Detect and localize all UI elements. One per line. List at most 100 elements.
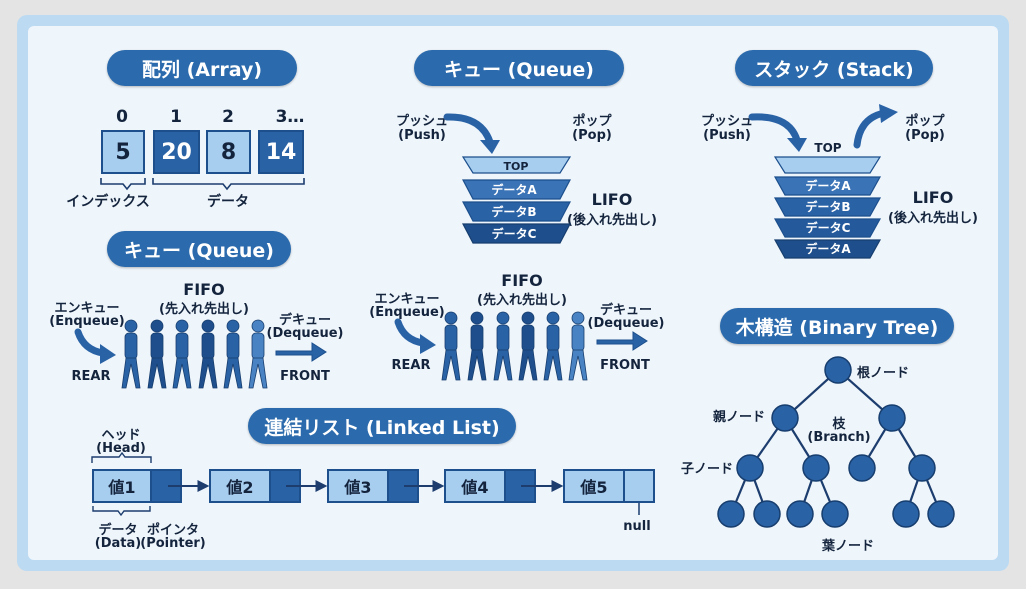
- array-cell: 20: [153, 130, 200, 174]
- enqueue-label-en: (Enqueue): [49, 314, 125, 329]
- dequeue-label-en: (Dequeue): [266, 326, 344, 341]
- array-cell: 5: [101, 130, 145, 174]
- pointer-label: ポインタ: [146, 523, 200, 538]
- list-node-value: 値2: [209, 469, 271, 503]
- stack-item: データB: [491, 204, 536, 219]
- child-label: 子ノード: [680, 462, 734, 477]
- queue-stack-layers: TOP データA データB データC: [461, 156, 572, 244]
- stack-item: データA: [491, 182, 537, 197]
- fifo-label: FIFO: [183, 280, 225, 299]
- tree-node: [736, 454, 764, 482]
- enqueue-label: エンキュー: [54, 301, 120, 316]
- stack-push-arrow-icon: [748, 113, 801, 144]
- array-index: 3…: [275, 107, 305, 127]
- data-bracket: [152, 178, 305, 191]
- branch-label: 枝: [832, 417, 846, 432]
- enqueue-arrow-head: [100, 344, 116, 364]
- front-label: FRONT: [600, 358, 650, 373]
- branch-label-en: (Branch): [807, 430, 871, 445]
- array-cell: 8: [206, 130, 251, 174]
- rear-label: REAR: [71, 369, 111, 384]
- tree-leaf-node: [753, 500, 781, 528]
- list-node-value: 値4: [444, 469, 506, 503]
- queue-people-left: [121, 319, 268, 389]
- dequeue-label: デキュー: [278, 313, 332, 328]
- stack-top-label: TOP: [504, 160, 529, 173]
- pop-label-en: (Pop): [572, 128, 612, 143]
- queue-left-title: キュー (Queue): [107, 231, 291, 267]
- lifo-label: LIFO: [591, 190, 633, 209]
- enqueue-label-en: (Enqueue): [369, 305, 445, 320]
- tree-node: [802, 454, 830, 482]
- fifo-sub: (先入れ先出し): [477, 293, 567, 308]
- array-index: 2: [222, 107, 234, 127]
- stack-item: データA: [805, 241, 851, 256]
- tree-title: 木構造 (Binary Tree): [720, 308, 954, 344]
- push-arrow-icon: [443, 113, 494, 146]
- front-label: FRONT: [280, 369, 330, 384]
- tree-leaf-node: [786, 500, 814, 528]
- lifo-sub: (後入れ先出し): [567, 213, 657, 228]
- tree-nodes: [717, 356, 955, 528]
- queue-people-mid: [441, 311, 588, 381]
- array-title: 配列 (Array): [107, 50, 297, 86]
- linked-list-title: 連結リスト (Linked List): [248, 408, 516, 444]
- dequeue-label-en: (Dequeue): [587, 316, 665, 331]
- rear-label: REAR: [391, 358, 431, 373]
- null-label: null: [623, 519, 651, 534]
- tree-leaf-node: [892, 500, 920, 528]
- tree-leaf-node: [821, 500, 849, 528]
- array-index-label: インデックス: [66, 194, 150, 210]
- stack-push-label-en: (Push): [703, 128, 751, 143]
- data-bracket: [92, 506, 151, 517]
- stack-top-label: TOP: [814, 141, 841, 155]
- list-node-value: 値3: [327, 469, 389, 503]
- array-cell: 14: [258, 130, 304, 174]
- enqueue-arrow-icon: [74, 328, 107, 357]
- tree-edges: [729, 369, 943, 515]
- data-label-en: (Data): [94, 536, 142, 551]
- stack-layers: TOP データA データB データC データA: [773, 141, 882, 259]
- array-index: 1: [170, 107, 182, 127]
- queue-top-title: キュー (Queue): [414, 50, 624, 86]
- tree-leaf-node: [717, 500, 745, 528]
- tree-leaf-node: [927, 500, 955, 528]
- enqueue-arrow-icon: [394, 318, 427, 347]
- dequeue-arrow-icon: [275, 342, 327, 362]
- tree-node: [878, 404, 906, 432]
- head-bracket: [91, 451, 152, 463]
- head-label: ヘッド: [101, 428, 141, 443]
- pop-label: ポップ: [572, 114, 612, 129]
- stack-lifo-sub: (後入れ先出し): [888, 211, 978, 226]
- tree-node: [848, 454, 876, 482]
- tree-root-node: [824, 356, 852, 384]
- push-label: プッシュ: [395, 114, 449, 129]
- enqueue-label: エンキュー: [374, 292, 440, 307]
- tree-node: [771, 404, 799, 432]
- array-data-label: データ: [207, 194, 249, 210]
- array-index: 0: [116, 107, 128, 127]
- stack-lifo-label: LIFO: [912, 188, 954, 207]
- index-bracket: [100, 178, 146, 191]
- head-label-en: (Head): [96, 441, 146, 456]
- list-null-pointer: [623, 469, 655, 503]
- stack-item: データC: [806, 220, 851, 235]
- stack-title: スタック (Stack): [735, 50, 933, 86]
- fifo-sub: (先入れ先出し): [159, 302, 249, 317]
- data-label: データ: [98, 523, 138, 538]
- stack-item: データB: [805, 199, 850, 214]
- stack-push-label: プッシュ: [700, 114, 754, 129]
- fifo-label: FIFO: [501, 271, 543, 290]
- dequeue-arrow-icon: [596, 331, 648, 351]
- stack-pop-arrow-icon: [853, 109, 888, 149]
- root-label: 根ノード: [857, 366, 910, 381]
- list-node-value: 値5: [563, 469, 625, 503]
- list-node-value: 値1: [92, 469, 152, 503]
- stack-push-arrow-head: [787, 138, 807, 152]
- pointer-label-en: (Pointer): [140, 536, 206, 551]
- push-label-en: (Push): [398, 128, 446, 143]
- stack-pop-label-en: (Pop): [905, 128, 945, 143]
- leaf-label: 葉ノード: [821, 539, 875, 554]
- stack-pop-label: ポップ: [905, 114, 945, 129]
- parent-label: 親ノード: [712, 410, 766, 425]
